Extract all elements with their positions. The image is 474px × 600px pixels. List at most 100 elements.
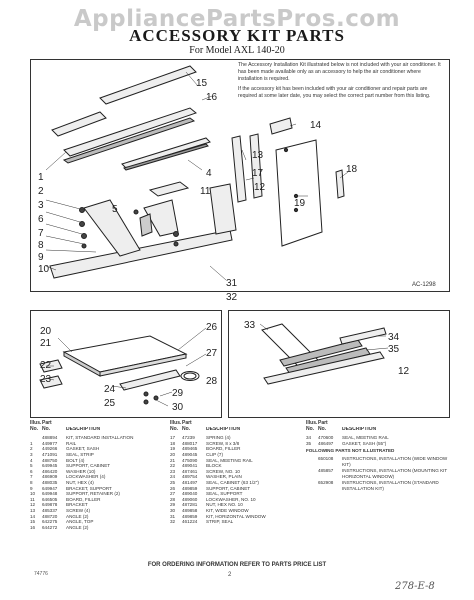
page-title: ACCESSORY KIT PARTS	[129, 26, 345, 45]
description-cell: BOARD, FILLER	[206, 446, 241, 452]
part-no-cell: 649948	[42, 491, 58, 497]
part-no-cell: 646505	[42, 496, 58, 502]
illus-no-cell: 27	[170, 491, 176, 497]
illus-no-cell: 30	[170, 507, 176, 513]
part-no-cell: 649878	[42, 502, 58, 508]
header-no: No.	[30, 425, 39, 432]
callout-34: 34	[388, 332, 400, 343]
description-cell: KIT, HORIZONTAL WINDOW	[206, 513, 266, 519]
description-cell: SPRING (4)	[206, 435, 231, 441]
description-cell: BOARD, FILLER	[66, 496, 101, 502]
header-no: No.	[306, 425, 315, 432]
callout-28: 28	[206, 376, 218, 387]
callout-11: 11	[200, 186, 211, 197]
description-cell: BLOCK	[206, 463, 222, 469]
model-subtitle: For Model AXL 140-20	[189, 45, 285, 56]
illus-no-cell: 13	[30, 507, 36, 513]
description-cell: LOCKWASHER, NO. 10	[206, 496, 256, 502]
part-no-cell: 486909	[42, 474, 58, 480]
illus-no-cell: 28	[170, 496, 176, 502]
callout-20: 20	[40, 326, 52, 337]
table-row: 28 489060 LOCKWASHER, NO. 10	[170, 497, 298, 503]
part-no-cell: 449977	[42, 440, 58, 446]
description-cell: SUPPORT, CABINET	[206, 485, 251, 491]
illus-no-cell: 20	[170, 451, 176, 457]
part-no-cell: 461224	[182, 519, 198, 525]
callout-25: 25	[104, 398, 116, 409]
part-no-cell: 481497	[182, 479, 198, 485]
illus-no-cell: 4	[30, 457, 33, 463]
illus-no-cell: 15	[30, 519, 36, 525]
illus-no-cell: 14	[30, 513, 36, 519]
horizontal-window-kit-drawing	[261, 323, 387, 385]
description-cell: INSTRUCTIONS, INSTALLATION (MOUNTING KIT…	[342, 468, 448, 479]
part-no-cell: 652908	[318, 480, 334, 486]
illus-no-cell: 23	[170, 468, 176, 474]
table-header: Illus.Part No.No.DESCRIPTION	[170, 420, 298, 432]
description-cell: ANGLE (2)	[66, 524, 89, 530]
filler-board-drawing	[231, 117, 345, 247]
callout-7: 7	[38, 228, 44, 239]
description-cell: RAIL	[66, 440, 77, 446]
table-row: 27 489040 SEAL, SUPPORT	[170, 491, 298, 497]
part-no-cell: 488894	[42, 435, 58, 441]
callout-10: 10	[38, 264, 50, 275]
description-cell: INSTRUCTIONS, INSTALLATION (WIDE WINDOW …	[342, 455, 448, 467]
callout-24: 24	[104, 384, 116, 395]
part-no-cell: 488720	[42, 513, 58, 519]
description-cell: ANGLE, TOP	[66, 519, 94, 525]
callout-31: 31	[226, 278, 238, 289]
horizontal-window-kit-panel	[228, 310, 450, 418]
wide-window-kit-panel	[30, 310, 222, 418]
part-no-cell: 487281	[182, 502, 198, 508]
part-no-cell: 642275	[42, 519, 58, 525]
header-description: DESCRIPTION	[66, 426, 101, 432]
header-no: No.	[170, 425, 179, 432]
part-no-cell: 489040	[182, 491, 198, 497]
header-part: Part	[42, 420, 52, 426]
ordering-footer: FOR ORDERING INFORMATION REFER TO PARTS …	[147, 562, 327, 568]
callout-9: 9	[38, 252, 44, 263]
base-frame-drawing	[49, 181, 237, 279]
header-part-no: No.	[318, 425, 327, 432]
fasteners-drawing	[79, 207, 179, 249]
callout-17: 17	[252, 168, 264, 179]
callout-14: 14	[310, 120, 322, 131]
illus-no-cell: 29	[170, 502, 176, 508]
page-number: 2	[228, 572, 232, 578]
callout-1: 1	[38, 172, 44, 183]
exploded-diagram-panel	[30, 59, 450, 292]
header-illus: Illus.	[170, 420, 182, 426]
part-no-cell: 644272	[42, 524, 58, 530]
description-cell: STRIP, SEAL	[206, 519, 234, 525]
part-no-cell: 489858	[182, 507, 198, 513]
header-illus: Illus.	[306, 420, 318, 426]
description-cell: SEAL, SUPPORT	[206, 491, 243, 497]
part-no-cell: 470600	[318, 435, 334, 441]
illus-no-cell: 21	[170, 457, 176, 463]
callout-32: 32	[226, 292, 238, 303]
part-no-cell: 489060	[182, 496, 198, 502]
description-cell: SEAL, MEETING RAIL	[206, 457, 253, 463]
not-illustrated-heading: FOLLOWING PARTS NOT ILLUSTRATED	[306, 448, 395, 454]
